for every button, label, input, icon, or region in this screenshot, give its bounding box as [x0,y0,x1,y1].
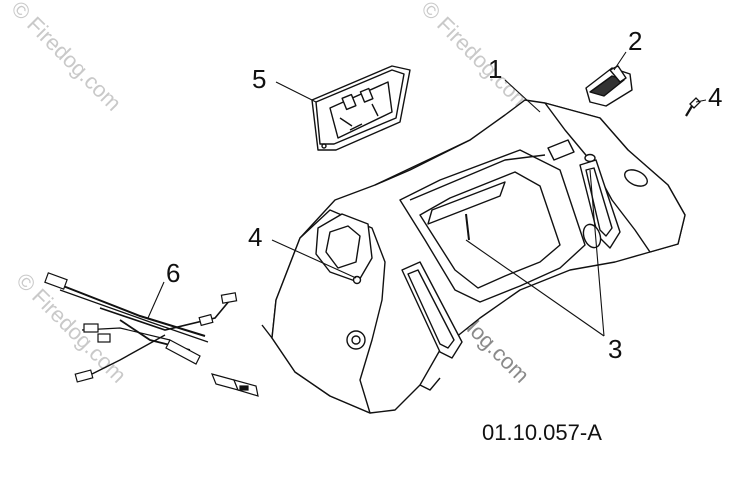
part-6-wiring-harness [44,272,259,397]
callout-1: 1 [488,54,502,84]
watermark-top-right: © Firedog.com [416,0,536,116]
callout-5: 5 [252,64,266,94]
leader-5 [275,81,317,103]
leader-2 [613,51,627,71]
part-4-screw-right [685,97,701,117]
leader-4-right [695,99,707,103]
leader-4-left [271,239,357,279]
leader-1 [504,79,541,113]
leader-3-b [589,169,605,337]
leader-lines [147,51,707,337]
callout-numbers: 1 2 3 4 4 5 6 [166,26,722,364]
callout-6: 6 [166,258,180,288]
part-1-hood [261,99,686,414]
callout-2: 2 [628,26,642,56]
callout-4-right: 4 [708,82,722,112]
callout-4-left: 4 [248,222,262,252]
leader-6 [147,281,165,319]
drawing-number: 01.10.057-A [482,420,602,445]
part-5-panel [311,65,411,151]
part-2-bracket [585,65,633,107]
leader-3-a [465,239,605,337]
watermark-top-left: © Firedog.com [6,0,126,116]
callout-3: 3 [608,334,622,364]
